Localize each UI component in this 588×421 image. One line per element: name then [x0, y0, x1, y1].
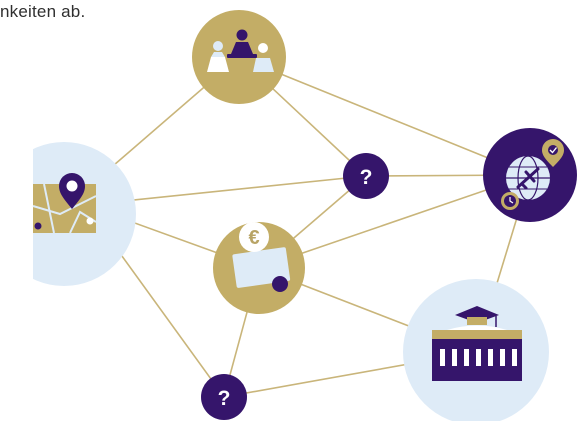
connector-line — [258, 174, 531, 269]
intro-text: nkeiten ab. — [0, 2, 86, 21]
map-pin-icon — [32, 173, 97, 234]
globe-airplane-icon — [501, 139, 564, 210]
question-mark-icon: ? — [360, 166, 373, 189]
euro-banknote-icon: € — [232, 222, 291, 292]
travel-node — [483, 128, 577, 222]
question-node-top: ? — [343, 153, 389, 199]
svg-text:€: € — [248, 227, 259, 249]
people-meeting-icon — [207, 29, 274, 72]
university-node — [403, 279, 549, 421]
map-node — [0, 138, 136, 298]
question-mark-icon: ? — [218, 387, 231, 410]
meeting-node — [192, 10, 286, 104]
question-node-bottom: ? — [201, 374, 247, 420]
money-node: € — [213, 222, 305, 314]
university-building-icon — [432, 306, 522, 381]
connector-line — [238, 56, 531, 176]
